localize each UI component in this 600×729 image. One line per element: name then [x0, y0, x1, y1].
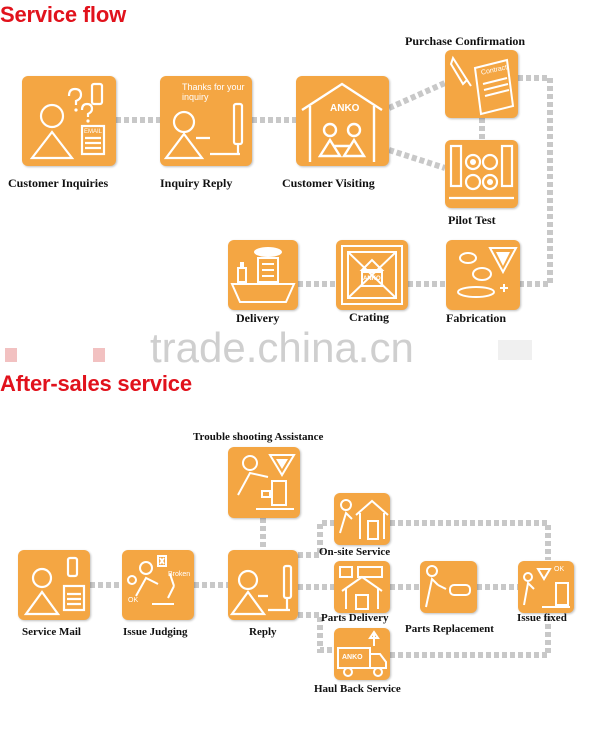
machine-test-icon	[449, 144, 514, 200]
troubleshooting-icon	[237, 454, 296, 510]
watermark-gray-mark	[498, 340, 532, 360]
service-mail-label: Service Mail	[22, 626, 81, 638]
reply-box	[228, 550, 298, 620]
issue-judging-label: Issue Judging	[123, 626, 188, 638]
parts-delivery-box	[334, 561, 390, 613]
connector-visiting-pilot	[388, 147, 446, 171]
contract-signing-icon	[449, 55, 515, 116]
haul-back-service-label: Haul Back Service	[314, 683, 401, 695]
truck-haul-icon	[337, 630, 387, 677]
person-phone-mail-icon	[23, 556, 86, 616]
service-flow-heading: Service flow	[0, 2, 126, 27]
anko-logo-text: ANKO	[330, 103, 360, 114]
fabrication-box	[446, 240, 520, 310]
on-site-service-icon	[339, 499, 389, 540]
person-phone-email-icon	[29, 82, 106, 160]
connector-reply-haul	[298, 612, 334, 653]
person-at-desk-phone-icon	[229, 564, 293, 616]
customer-visiting-box: ANKO	[296, 76, 389, 166]
pilot-test-box	[445, 140, 518, 208]
truck-anko-text: ANKO	[342, 654, 363, 661]
after-sales-heading: After-sales service	[0, 371, 192, 396]
ship-delivery-icon	[230, 247, 296, 303]
fabrication-icon	[457, 247, 518, 298]
crating-box: ANKO	[336, 240, 408, 310]
issue-judging-icon	[127, 555, 175, 605]
pilot-test-label: Pilot Test	[448, 213, 496, 227]
crate-icon	[341, 245, 403, 305]
ok-fixed-text: OK	[554, 566, 565, 573]
inquiry-reply-label: Inquiry Reply	[160, 176, 233, 190]
watermark-text: trade.china.cn	[150, 324, 414, 371]
fabrication-label: Fabrication	[446, 311, 506, 325]
on-site-service-box	[334, 493, 390, 545]
troubleshooting-label: Trouble shooting Assistance	[193, 431, 324, 443]
issue-fixed-label: Issue fixed	[517, 612, 567, 624]
service-mail-box	[18, 550, 90, 620]
issue-judging-box: Broken OK	[122, 550, 194, 620]
customer-inquiries-box: EMAIL	[22, 76, 116, 166]
ok-text: OK	[128, 597, 139, 604]
connector-haul-fixed	[390, 613, 551, 658]
inquiry-reply-box: Thanks for your inquiry	[160, 76, 252, 166]
on-site-service-label: On-site Service	[319, 546, 391, 558]
watermark-red-mark-1	[5, 348, 17, 362]
connector-reply-onsite	[298, 520, 334, 558]
parts-delivery-label: Parts Delivery	[321, 612, 389, 624]
connector-visiting-purchase	[387, 80, 447, 111]
delivery-box	[228, 240, 298, 310]
purchase-confirmation-box: Contract	[445, 50, 518, 118]
email-text: EMAIL	[84, 129, 103, 135]
purchase-confirmation-label: Purchase Confirmation	[405, 34, 526, 48]
customer-inquiries-label: Customer Inquiries	[8, 176, 109, 190]
thanks-text-line1: Thanks for your	[182, 82, 245, 92]
haul-back-service-box: ANKO	[334, 628, 390, 680]
connector-onsite-fixed	[390, 520, 551, 560]
crating-label: Crating	[349, 310, 389, 324]
troubleshooting-box	[228, 447, 300, 518]
reply-label: Reply	[249, 626, 277, 638]
customer-visiting-label: Customer Visiting	[282, 176, 375, 190]
parts-delivery-icon	[339, 566, 383, 610]
delivery-label: Delivery	[236, 311, 280, 325]
connector-purchase-fabrication	[518, 75, 553, 287]
person-at-desk-phone-icon	[163, 102, 244, 160]
parts-replacement-box	[420, 561, 477, 613]
issue-fixed-icon	[523, 568, 570, 608]
watermark-red-mark-2	[93, 348, 105, 362]
issue-fixed-box: OK	[518, 561, 574, 613]
parts-replacement-label: Parts Replacement	[405, 623, 494, 635]
crate-anko-text: ANKO	[363, 276, 381, 282]
factory-visit-icon	[301, 82, 383, 162]
parts-replacement-icon	[425, 565, 471, 608]
broken-text: Broken	[168, 571, 191, 578]
thanks-text-line2: inquiry	[182, 92, 209, 102]
